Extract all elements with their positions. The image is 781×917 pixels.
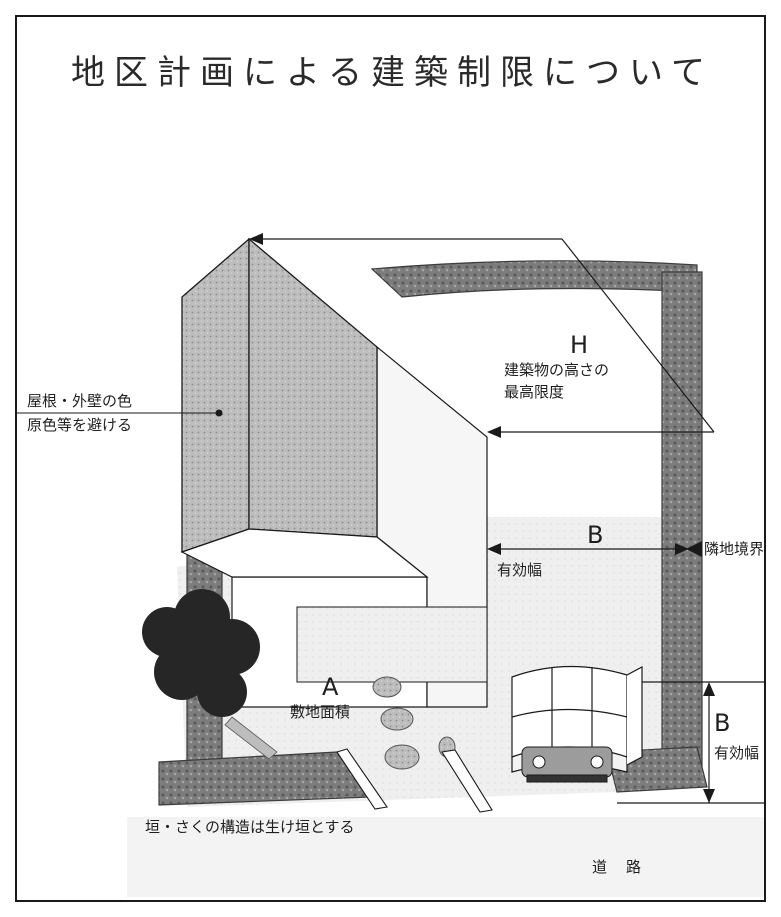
- roof-color-label-1: 屋根・外壁の色: [27, 392, 133, 410]
- roof-underside: [180, 528, 429, 578]
- setback-side-arrow-right: [675, 543, 689, 555]
- page-title: 地区計画による建築制限について: [71, 53, 714, 93]
- neighbor-boundary-label: 隣地境界: [704, 540, 765, 558]
- gate-post-right: [441, 749, 493, 813]
- height-top-arrow: [249, 233, 263, 245]
- diagram-frame: 地区計画による建築制限について: [15, 15, 766, 902]
- road: [127, 817, 764, 897]
- setback-road-arrow-top: [703, 682, 715, 696]
- fence-label: 垣・さくの構造は生け垣とする: [145, 818, 355, 836]
- height-label-2: 最高限度: [504, 383, 565, 401]
- hedge-top: [370, 260, 698, 298]
- road-label: 道 路: [592, 858, 644, 876]
- building-diagram: [17, 233, 764, 897]
- setback-side-label: 有効幅: [497, 561, 543, 579]
- roof-left: [181, 237, 250, 553]
- height-label-1: 建築物の高さの: [504, 361, 610, 379]
- neighbor-boundary-marker: [686, 541, 702, 557]
- height-symbol: H: [570, 331, 589, 359]
- hedge-right: [661, 271, 703, 788]
- car: [521, 746, 613, 783]
- setback-road-label: 有効幅: [714, 744, 760, 762]
- lot-area-label: 敷地面積: [290, 703, 351, 721]
- roof-front: [248, 237, 378, 538]
- roof-color-label-2: 原色等を避ける: [27, 416, 133, 434]
- stepping-stones: [372, 676, 456, 770]
- roof-color-dot: [215, 409, 223, 417]
- setback-road-line: [617, 681, 764, 804]
- tree-trunk: [224, 716, 278, 760]
- setback-side-symbol: B: [587, 521, 604, 549]
- hedge-front-left: [158, 751, 374, 806]
- gate-post-left: [336, 748, 388, 810]
- height-mid-arrow: [487, 426, 501, 438]
- lot-area-symbol: A: [322, 673, 339, 701]
- tree: [142, 589, 260, 717]
- house-wall-back: [296, 606, 488, 683]
- setback-road-symbol: B: [714, 709, 731, 737]
- setback-side-arrow-left: [487, 543, 501, 555]
- setback-road-arrow-bottom: [703, 789, 715, 803]
- height-limit-lines: [254, 238, 715, 433]
